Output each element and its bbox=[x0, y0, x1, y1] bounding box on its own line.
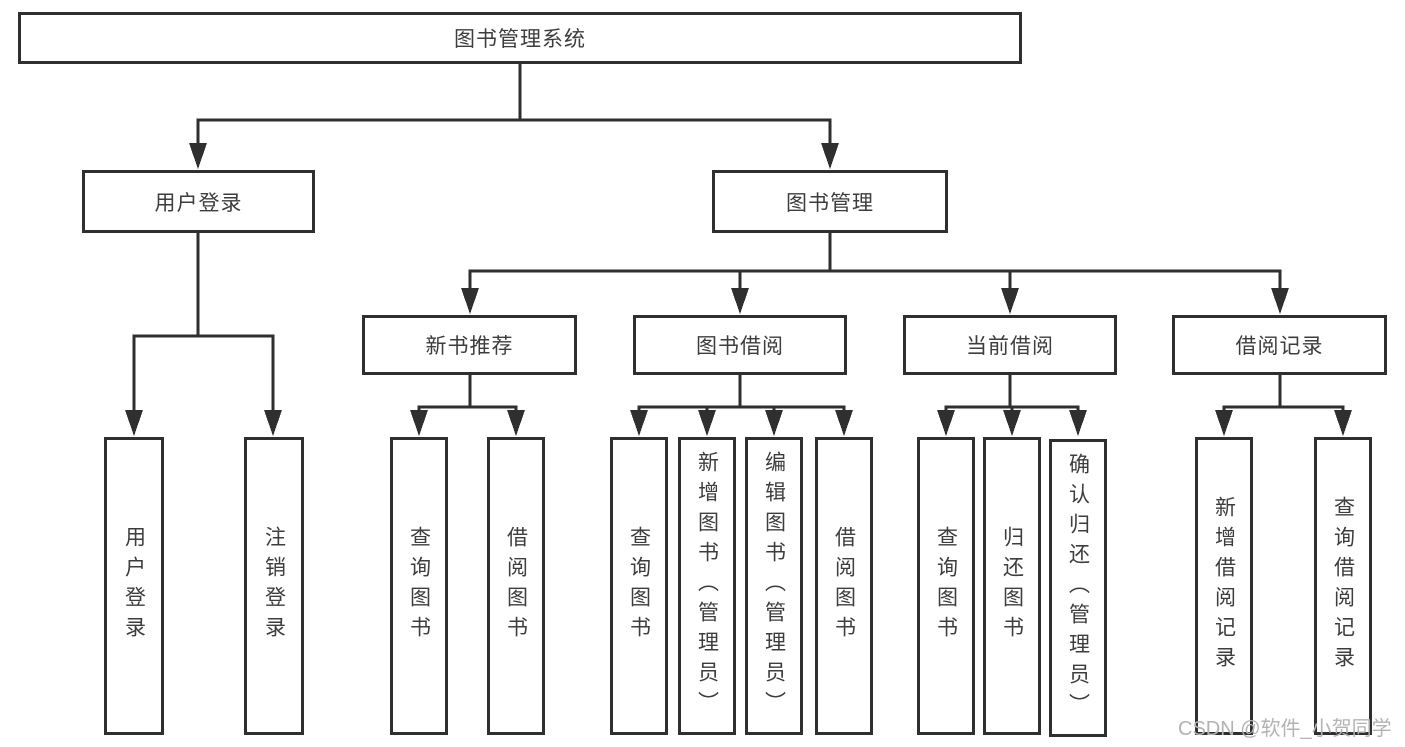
arrowhead bbox=[264, 410, 282, 436]
arrowhead bbox=[507, 410, 525, 436]
arrowhead bbox=[1001, 288, 1019, 314]
leaf-query-book-3-label: 查询图书 bbox=[934, 526, 958, 646]
leaf-logout: 注销登录 bbox=[244, 437, 304, 735]
leaf-borrow-book-1: 借阅图书 bbox=[487, 437, 545, 735]
leaf-borrow-book-2-label: 借阅图书 bbox=[832, 526, 856, 646]
node-borrowing-records-label: 借阅记录 bbox=[1235, 335, 1324, 358]
leaf-logout-label: 注销登录 bbox=[262, 526, 286, 646]
leaf-add-book-admin-label: 新增图书（管理员） bbox=[695, 451, 719, 721]
arrowhead bbox=[835, 410, 853, 436]
node-new-book-recommend: 新书推荐 bbox=[362, 315, 577, 375]
leaf-return-book: 归还图书 bbox=[983, 437, 1041, 735]
node-user-login: 用户登录 bbox=[82, 170, 315, 233]
leaf-borrow-book-2: 借阅图书 bbox=[815, 437, 873, 735]
node-book-management: 图书管理 bbox=[712, 170, 948, 233]
arrowheads bbox=[125, 143, 1352, 436]
watermark: CSDN @软件_小贺同学 bbox=[1178, 718, 1392, 740]
leaf-edit-book-admin: 编辑图书（管理员） bbox=[745, 437, 803, 735]
leaf-add-borrow-record: 新增借阅记录 bbox=[1195, 437, 1253, 735]
leaf-add-borrow-record-label: 新增借阅记录 bbox=[1212, 496, 1236, 676]
arrowhead bbox=[698, 410, 716, 436]
arrowhead bbox=[765, 410, 783, 436]
node-current-borrowing-label: 当前借阅 bbox=[966, 335, 1054, 358]
leaf-query-book-1: 查询图书 bbox=[390, 437, 448, 735]
arrowhead bbox=[189, 143, 207, 169]
node-root-label: 图书管理系统 bbox=[454, 28, 586, 51]
leaf-query-book-2: 查询图书 bbox=[610, 437, 668, 735]
node-book-borrowing: 图书借阅 bbox=[633, 315, 847, 375]
leaf-user-login-label: 用户登录 bbox=[122, 526, 146, 646]
arrowhead bbox=[731, 288, 749, 314]
node-new-book-recommend-label: 新书推荐 bbox=[425, 335, 514, 358]
leaf-edit-book-admin-label: 编辑图书（管理员） bbox=[762, 451, 786, 721]
node-user-login-label: 用户登录 bbox=[154, 191, 243, 215]
node-root: 图书管理系统 bbox=[18, 12, 1022, 64]
arrowhead bbox=[1003, 410, 1021, 436]
leaf-query-borrow-record-label: 查询借阅记录 bbox=[1331, 496, 1355, 676]
arrowhead bbox=[821, 143, 839, 169]
node-current-borrowing: 当前借阅 bbox=[903, 315, 1117, 375]
arrowhead bbox=[125, 410, 143, 436]
arrowhead bbox=[1069, 410, 1087, 436]
arrowhead bbox=[1215, 410, 1233, 436]
leaf-query-book-2-label: 查询图书 bbox=[627, 526, 651, 646]
leaf-confirm-return-admin-label: 确认归还（管理员） bbox=[1066, 453, 1090, 723]
leaf-user-login: 用户登录 bbox=[104, 437, 164, 735]
leaf-return-book-label: 归还图书 bbox=[1000, 526, 1024, 646]
node-book-borrowing-label: 图书借阅 bbox=[696, 335, 784, 358]
arrowhead bbox=[1271, 288, 1289, 314]
leaf-borrow-book-1-label: 借阅图书 bbox=[504, 526, 528, 646]
leaf-query-borrow-record: 查询借阅记录 bbox=[1314, 437, 1372, 735]
node-borrowing-records: 借阅记录 bbox=[1172, 315, 1387, 375]
leaf-query-book-1-label: 查询图书 bbox=[407, 526, 431, 646]
arrowhead bbox=[630, 410, 648, 436]
arrowhead bbox=[1334, 410, 1352, 436]
arrowhead bbox=[410, 410, 428, 436]
leaf-add-book-admin: 新增图书（管理员） bbox=[678, 437, 736, 735]
node-book-management-label: 图书管理 bbox=[786, 191, 874, 215]
leaf-query-book-3: 查询图书 bbox=[917, 437, 975, 735]
leaf-confirm-return-admin: 确认归还（管理员） bbox=[1049, 439, 1107, 737]
arrowhead bbox=[461, 288, 479, 314]
arrowhead bbox=[937, 410, 955, 436]
